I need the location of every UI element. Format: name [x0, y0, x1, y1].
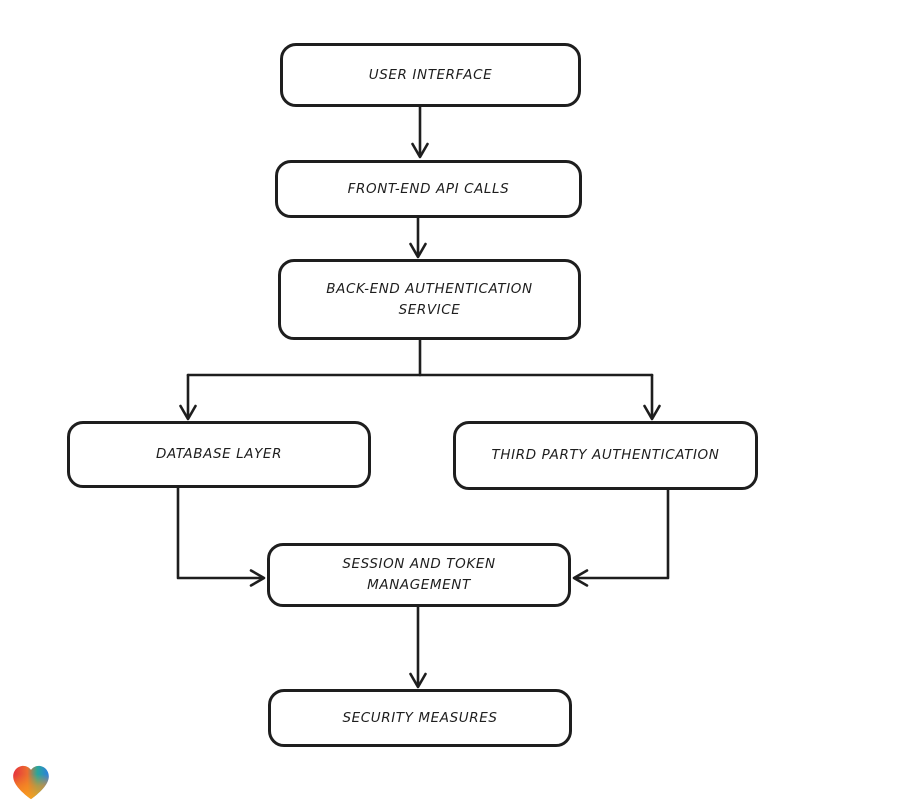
node-user-interface: USER INTERFACE [280, 43, 581, 107]
node-database-layer: DATABASE LAYER [67, 421, 371, 488]
node-security-measures: SECURITY MEASURES [268, 689, 572, 747]
gradient-heart-logo[interactable] [12, 764, 50, 801]
heart-shape-overlay [13, 765, 49, 800]
node-third-party-authentication: THIRD PARTY AUTHENTICATION [453, 421, 758, 490]
node-session-and-token-management: SESSION AND TOKEN MANAGEMENT [267, 543, 571, 607]
arrow-third-party-to-session [572, 488, 670, 587]
node-front-end-api-calls: FRONT-END API CALLS [275, 160, 582, 218]
arrow-user-interface-to-front-end [411, 105, 429, 159]
node-back-end-authentication-service: BACK-END AUTHENTICATION SERVICE [278, 259, 581, 340]
arrow-database-to-session [176, 486, 266, 587]
arrow-session-to-security [409, 605, 427, 689]
branch-back-end-to-children [179, 338, 661, 421]
arrow-front-end-to-back-end [409, 216, 427, 259]
